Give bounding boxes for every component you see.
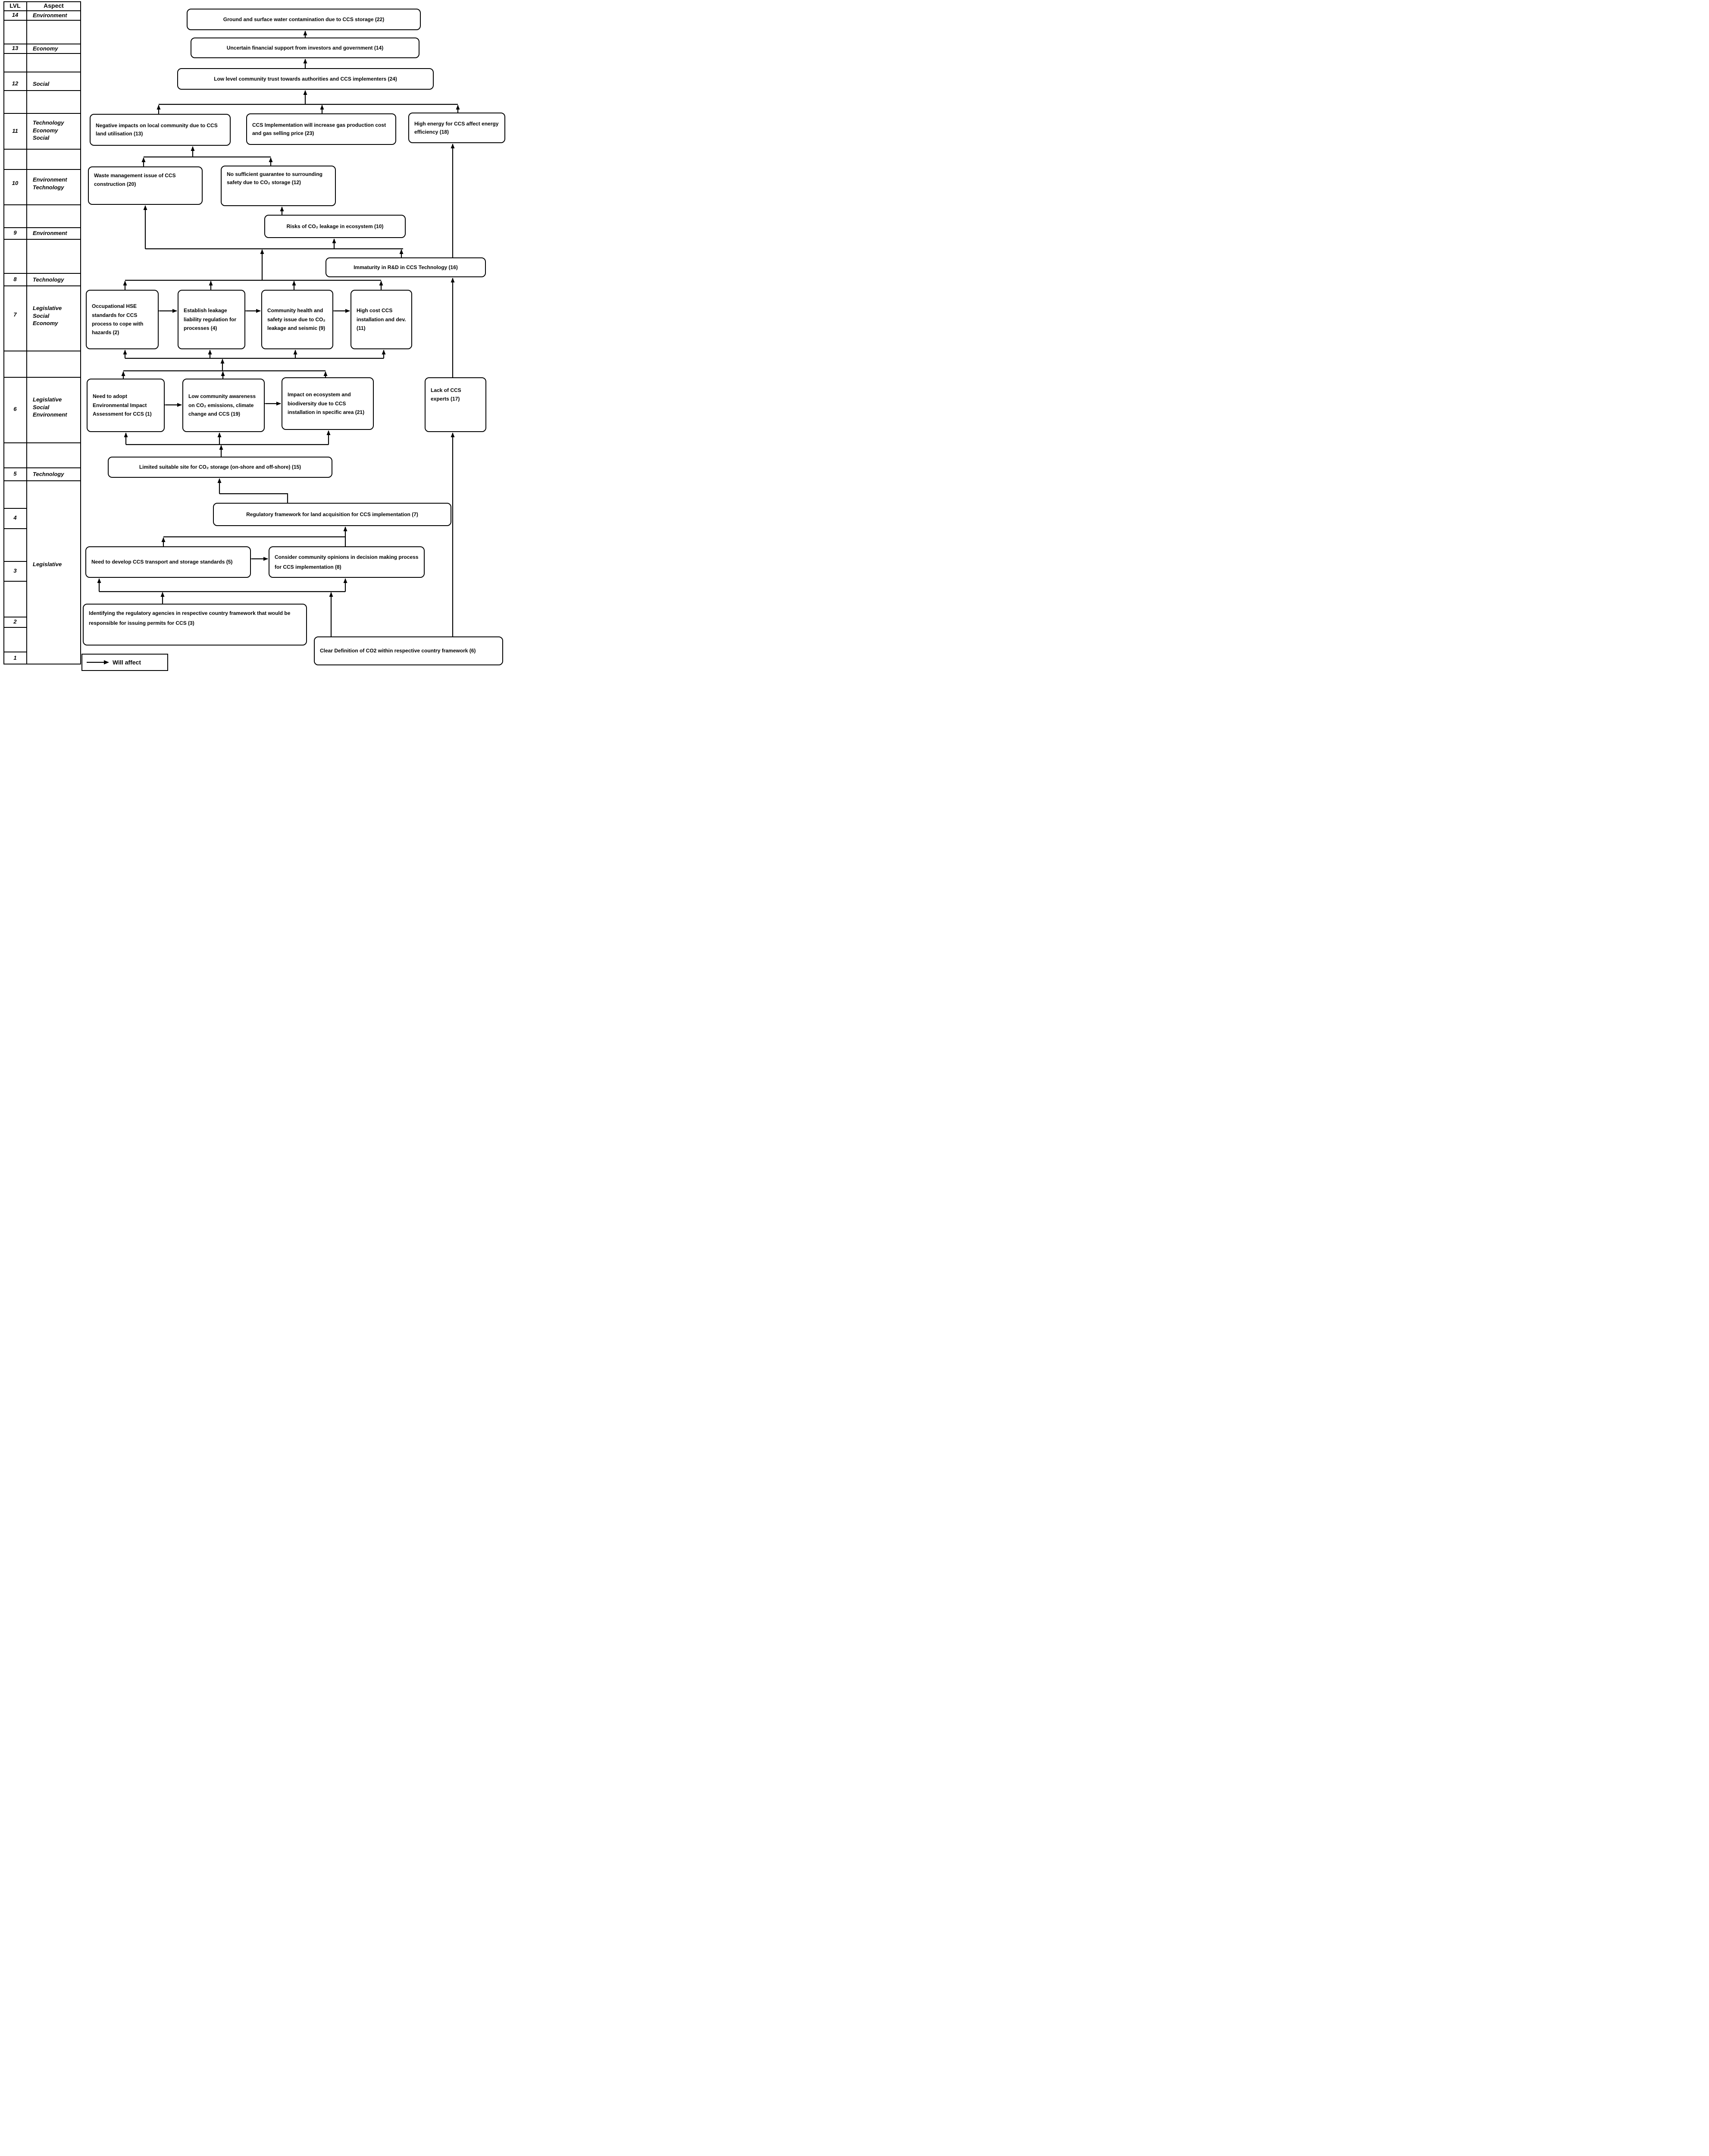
level-number-7: 7: [13, 311, 17, 318]
table-rule: [3, 442, 81, 443]
level-number-5: 5: [13, 470, 17, 477]
table-rule-lvl: [3, 528, 27, 529]
node-20: Waste management issue of CCS constructi…: [88, 166, 203, 205]
aspect-14: Environment: [33, 12, 67, 19]
level-number-10: 10: [12, 180, 19, 186]
aspect-9: Environment: [33, 230, 67, 236]
level-number-2: 2: [13, 618, 17, 625]
table-rule: [3, 227, 81, 228]
node-1: Need to adopt Environmental Impact Asses…: [87, 379, 165, 432]
table-rule: [3, 20, 81, 21]
table-rule-lvl: [3, 581, 27, 582]
node-19: Low community awareness on CO₂ emissions…: [182, 379, 265, 432]
table-rule: [3, 204, 81, 205]
node-11: High cost CCS installation and dev.(11): [351, 290, 412, 349]
table-rule: [3, 113, 81, 114]
table-header-lvl: LVL: [9, 2, 21, 9]
table-rule: [3, 149, 81, 150]
aspect-12: Social: [33, 81, 50, 87]
level-number-4: 4: [13, 514, 17, 521]
level-number-6: 6: [13, 406, 17, 412]
table-rule: [3, 467, 81, 468]
table-rule: [3, 90, 81, 91]
table-rule: [3, 273, 81, 274]
node-17: Lack of CCS experts (17): [425, 377, 486, 432]
table-header-aspect: Aspect: [44, 2, 64, 9]
aspect-8: Technology: [33, 276, 64, 283]
aspect-10: Environment Technology: [33, 176, 67, 191]
node-13: Negative impacts on local community due …: [90, 114, 231, 146]
ism-diagram: LVL Aspect 14 Environment 13 Economy 12 …: [0, 0, 513, 675]
table-rule: [3, 169, 81, 170]
table-rule-lvl: [3, 627, 27, 628]
table-rule: [3, 480, 81, 481]
legend: Will affect: [81, 654, 168, 671]
node-23: CCS Implementation will increase gas pro…: [246, 113, 396, 145]
node-18: High energy for CCS affect energy effici…: [408, 113, 505, 143]
table-rule-lvl: [3, 561, 27, 562]
legend-label: Will affect: [113, 659, 141, 666]
aspect-13: Economy: [33, 45, 58, 52]
node-9: Community health and safety issue due to…: [261, 290, 333, 349]
node-3: Identifying the regulatory agencies in r…: [83, 604, 307, 646]
level-number-1: 1: [13, 655, 17, 661]
table-rule: [3, 53, 81, 54]
level-number-14: 14: [12, 12, 19, 18]
table-rule: [3, 239, 81, 240]
aspect-5: Technology: [33, 471, 64, 477]
aspect-legislative-merged: Legislative: [33, 561, 62, 567]
aspect-7: Legislative Social Economy: [33, 305, 62, 327]
node-2: Occupational HSE standards for CCS proce…: [86, 290, 159, 349]
level-number-12: 12: [12, 80, 19, 87]
node-4: Establish leakage liability regulation f…: [178, 290, 245, 349]
node-5: Need to develop CCS transport and storag…: [85, 546, 251, 578]
level-number-9: 9: [13, 229, 17, 236]
level-number-8: 8: [13, 276, 17, 282]
will-affect-arrow-icon: [87, 660, 109, 664]
table-border: [3, 1, 81, 2]
node-21: Impact on ecosystem and biodiversity due…: [282, 377, 374, 430]
table-rule: [3, 377, 81, 378]
node-10: Risks of CO₂ leakage in ecosystem (10): [264, 215, 406, 238]
node-15: Limited suitable site for CO₂ storage (o…: [108, 457, 332, 478]
table-divider: [26, 1, 27, 664]
table-rule: [3, 285, 81, 286]
node-12: No sufficient guarantee to surrounding s…: [221, 166, 336, 206]
level-number-13: 13: [12, 45, 19, 51]
node-8: Consider community opinions in decision …: [269, 546, 425, 578]
aspect-6: Legislative Social Environment: [33, 396, 67, 418]
level-number-11: 11: [12, 128, 18, 134]
connector-arrows: [97, 31, 460, 636]
table-border: [80, 1, 81, 664]
node-6: Clear Definition of CO2 within respectiv…: [314, 636, 503, 665]
table-rule: [3, 10, 81, 11]
aspect-11: Technology Economy Social: [33, 119, 64, 141]
level-number-3: 3: [13, 567, 17, 574]
table-rule-lvl: [3, 508, 27, 509]
node-24: Low level community trust towards author…: [177, 68, 434, 90]
node-16: Immaturity in R&D in CCS Technology (16): [326, 257, 486, 277]
node-22: Ground and surface water contamination d…: [187, 9, 421, 30]
node-14: Uncertain financial support from investo…: [191, 38, 419, 58]
table-border: [3, 1, 4, 664]
node-7: Regulatory framework for land acquisitio…: [213, 503, 451, 526]
